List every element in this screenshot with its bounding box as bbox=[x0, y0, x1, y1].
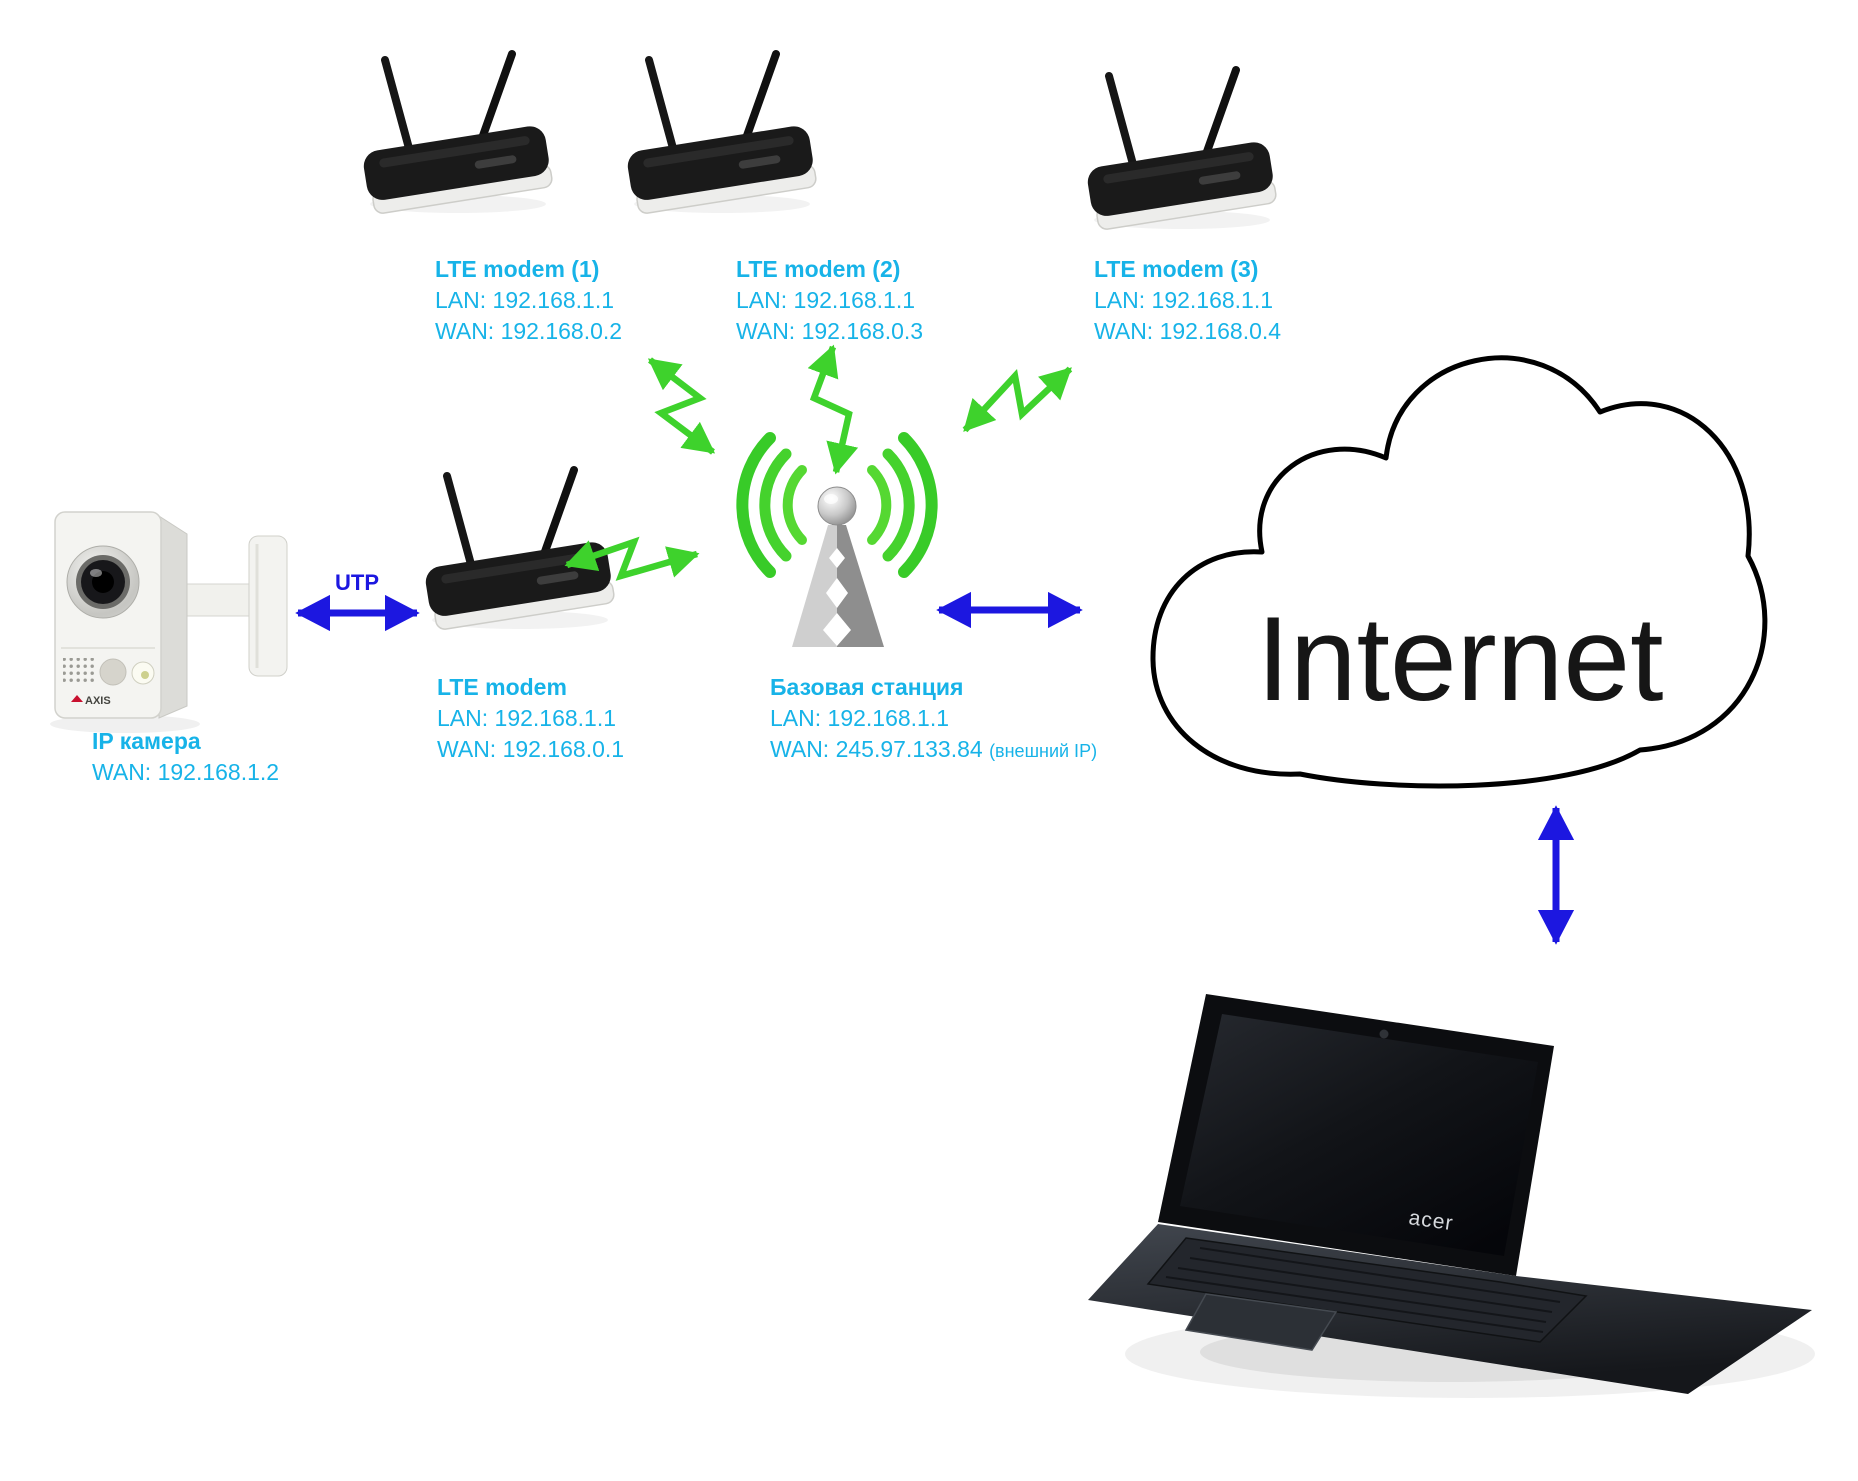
node-title: Базовая станция bbox=[770, 674, 964, 700]
ip-camera-illustration: AXIS bbox=[50, 511, 288, 733]
node-wan: WAN: 192.168.1.2 bbox=[92, 759, 280, 785]
node-wan: WAN: 245.97.133.84 (внешний IP) bbox=[770, 736, 1098, 762]
lte-modem-main-label: LTE modem LAN: 192.168.1.1 WAN: 192.168.… bbox=[437, 672, 624, 765]
base-station-illustration bbox=[736, 432, 938, 647]
node-wan-note: (внешний IP) bbox=[989, 741, 1098, 761]
node-title: LTE modem (1) bbox=[435, 256, 600, 282]
wireless-link-modem1 bbox=[647, 357, 716, 455]
node-lan: LAN: 192.168.1.1 bbox=[770, 705, 950, 731]
lte-modem-3-label: LTE modem (3) LAN: 192.168.1.1 WAN: 192.… bbox=[1094, 254, 1281, 347]
internet-cloud-shape bbox=[1150, 355, 1768, 789]
camera-logo-text: AXIS bbox=[85, 695, 111, 707]
node-lan: LAN: 192.168.1.1 bbox=[435, 287, 615, 313]
base-station-label: Базовая станция LAN: 192.168.1.1 WAN: 24… bbox=[770, 672, 1097, 767]
axis-logo: AXIS bbox=[71, 695, 111, 707]
node-title: IP камера bbox=[92, 728, 201, 754]
wireless-link-modem-main bbox=[564, 536, 700, 581]
laptop-illustration: acer bbox=[1088, 994, 1815, 1398]
internet-label: Internet bbox=[1257, 592, 1664, 726]
lte-modem-2-illustration bbox=[626, 54, 818, 215]
utp-link-label: UTP bbox=[335, 570, 379, 595]
webcam-dot bbox=[1379, 1029, 1389, 1039]
wired-links bbox=[295, 591, 1575, 945]
laptop-screen bbox=[1180, 1014, 1538, 1256]
node-title: LTE modem (3) bbox=[1094, 256, 1259, 282]
laptop-touchpad bbox=[1184, 1293, 1338, 1351]
node-title: LTE modem bbox=[437, 674, 567, 700]
lte-modem-1-label: LTE modem (1) LAN: 192.168.1.1 WAN: 192.… bbox=[435, 254, 622, 347]
lte-modem-1-illustration bbox=[362, 54, 554, 215]
lte-modem-main-illustration bbox=[424, 470, 616, 631]
node-wan: WAN: 192.168.0.1 bbox=[437, 736, 625, 762]
lte-modem-3-illustration bbox=[1086, 70, 1278, 231]
node-lan: LAN: 192.168.1.1 bbox=[736, 287, 916, 313]
node-wan: WAN: 192.168.0.4 bbox=[1094, 318, 1282, 344]
wireless-link-modem3 bbox=[962, 366, 1073, 433]
node-lan: LAN: 192.168.1.1 bbox=[1094, 287, 1274, 313]
ip-camera-label: IP камера WAN: 192.168.1.2 bbox=[92, 726, 279, 788]
node-wan: WAN: 192.168.0.2 bbox=[435, 318, 623, 344]
internet-cloud: Internet bbox=[1150, 355, 1768, 789]
node-wan: WAN: 192.168.0.3 bbox=[736, 318, 924, 344]
speaker-grille bbox=[63, 658, 97, 685]
node-lan: LAN: 192.168.1.1 bbox=[437, 705, 617, 731]
node-title: LTE modem (2) bbox=[736, 256, 901, 282]
wireless-link-modem2 bbox=[807, 344, 859, 475]
lte-modem-2-label: LTE modem (2) LAN: 192.168.1.1 WAN: 192.… bbox=[736, 254, 923, 347]
signal-arcs bbox=[736, 432, 938, 578]
wireless-links bbox=[564, 344, 1073, 581]
